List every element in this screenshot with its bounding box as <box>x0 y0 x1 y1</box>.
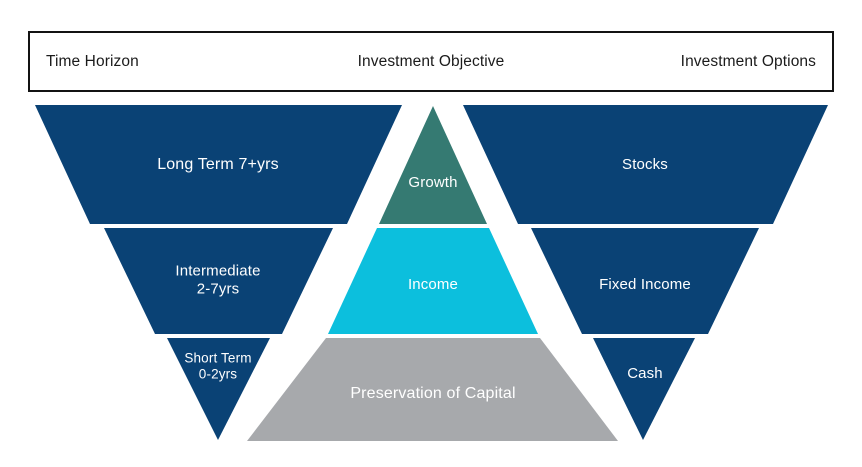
investment-objective-pyramid <box>247 106 618 441</box>
header-label-investment-objective: Investment Objective <box>357 52 505 70</box>
header-label-investment-options: Investment Options <box>680 52 816 70</box>
time-horizon-triangle <box>35 105 402 440</box>
band-shape-long-term[interactable] <box>35 105 402 224</box>
band-shape-growth[interactable] <box>379 106 487 224</box>
band-shape-intermediate[interactable] <box>104 228 333 334</box>
band-shape-income[interactable] <box>328 228 538 334</box>
band-shape-fixed-income[interactable] <box>531 228 759 334</box>
header-label-time-horizon: Time Horizon <box>46 52 139 70</box>
investment-options-triangle <box>463 105 828 440</box>
band-shape-short-term[interactable] <box>167 338 270 440</box>
column-header-bar: Time Horizon Investment Objective Invest… <box>28 31 834 92</box>
band-shape-cash[interactable] <box>593 338 695 440</box>
band-shape-stocks[interactable] <box>463 105 828 224</box>
band-shape-preservation-of-capital[interactable] <box>247 338 618 441</box>
